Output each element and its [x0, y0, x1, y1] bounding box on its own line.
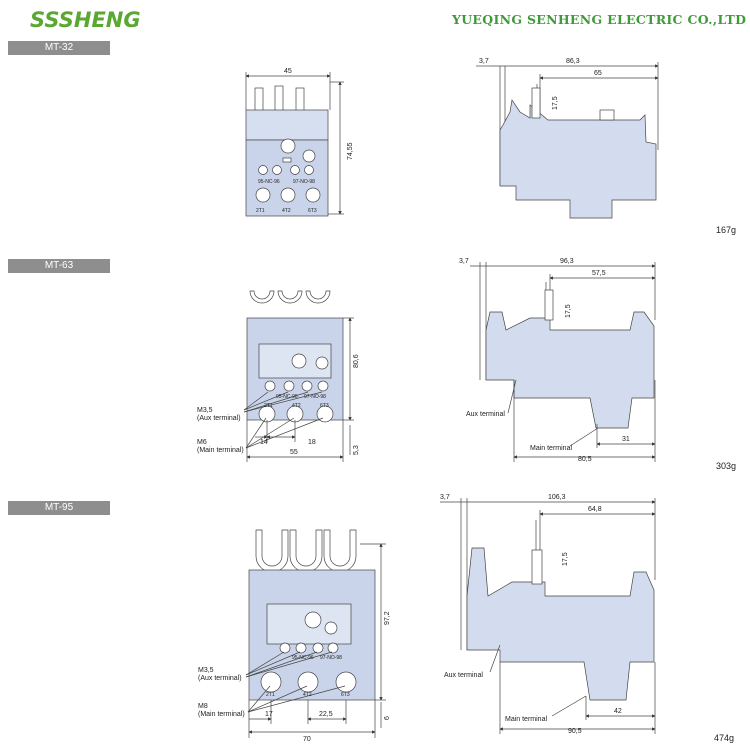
mt32-front-view — [245, 72, 344, 217]
mt95-main-text: (Main terminal) — [198, 711, 245, 718]
mt63-side-view — [470, 262, 656, 462]
mt63-aux-size: M3,5 — [197, 407, 213, 414]
mt32-side-d1: 3,7 — [479, 58, 489, 65]
mt63-side-d2: 96,3 — [560, 258, 574, 265]
mt63-nc-label: 95-NC-96 — [276, 394, 298, 400]
mt95-dim-a: 17 — [265, 711, 273, 718]
mt32-side-view — [476, 62, 659, 219]
mt95-t2-label: 4T2 — [303, 692, 312, 698]
mt63-dim-c: 5,3 — [353, 445, 360, 455]
mt95-dim-b: 22,5 — [319, 711, 333, 718]
mt63-t2-label: 4T2 — [292, 403, 301, 409]
mt63-front-view — [243, 290, 354, 462]
mt63-t1-label: 2T1 — [264, 403, 273, 409]
mt63-side-d3: 57,5 — [592, 270, 606, 277]
mt32-t1-label: 2T1 — [256, 208, 265, 214]
mt63-t3-label: 6T3 — [320, 403, 329, 409]
mt95-side-d5: 42 — [614, 708, 622, 715]
mt95-side-main: Main terminal — [505, 716, 547, 723]
mt95-nc-label: 95-NC-96 — [292, 655, 314, 661]
mt95-side-d6: 90,5 — [568, 728, 582, 735]
mt63-main-text: (Main terminal) — [197, 447, 244, 454]
mt63-side-d6: 80,5 — [578, 456, 592, 463]
mt63-side-main: Main terminal — [530, 445, 572, 452]
mt95-side-aux: Aux terminal — [444, 672, 483, 679]
model-tab-mt63: MT-63 — [8, 259, 110, 273]
mt32-height-dim: 74,55 — [347, 142, 354, 160]
mt63-dim-a: 14 — [260, 439, 268, 446]
mt95-side-view — [440, 498, 656, 734]
mt95-side-d3: 64,8 — [588, 506, 602, 513]
mt95-aux-text: (Aux terminal) — [198, 675, 242, 682]
mt63-main-size: M6 — [197, 439, 207, 446]
mt95-front-view — [245, 529, 386, 738]
mt63-dim-b: 18 — [308, 439, 316, 446]
mt32-nc-label: 95-NC-96 — [258, 179, 280, 185]
mt95-dim-c: 6 — [384, 716, 391, 720]
mt95-t1-label: 2T1 — [266, 692, 275, 698]
mt95-main-size: M8 — [198, 703, 208, 710]
mt63-side-d4: 17,5 — [565, 304, 572, 318]
weight-mt63: 303g — [716, 461, 737, 471]
mt95-no-label: 97-NO-98 — [320, 655, 342, 661]
mt95-height-dim: 97,2 — [384, 611, 391, 625]
mt32-width-dim: 45 — [284, 68, 292, 75]
mt63-no-label: 97-NO-98 — [304, 394, 326, 400]
mt95-side-d2: 106,3 — [548, 494, 566, 501]
mt95-width-dim: 70 — [303, 736, 311, 743]
mt63-height-dim: 80,6 — [353, 354, 360, 368]
weight-mt95: 474g — [714, 733, 735, 743]
company-name: YUEQING SENHENG ELECTRIC CO.,LTD — [452, 12, 747, 27]
mt63-side-d5: 31 — [622, 436, 630, 443]
mt32-side-d2: 86,3 — [566, 58, 580, 65]
model-tab-mt32: MT-32 — [8, 41, 110, 55]
mt63-width-dim: 55 — [290, 449, 298, 456]
model-tab-mt95: MT-95 — [8, 501, 110, 515]
mt95-side-d4: 17,5 — [562, 552, 569, 566]
mt63-aux-text: (Aux terminal) — [197, 415, 241, 422]
brand-logo: SSSHENG — [30, 8, 141, 32]
mt63-side-d1: 3,7 — [459, 258, 469, 265]
mt32-t3-label: 6T3 — [308, 208, 317, 214]
mt32-t2-label: 4T2 — [282, 208, 291, 214]
weight-mt32: 167g — [716, 225, 737, 235]
mt95-t3-label: 6T3 — [341, 692, 350, 698]
mt63-side-aux: Aux terminal — [466, 411, 505, 418]
mt95-aux-size: M3,5 — [198, 667, 214, 674]
mt32-no-label: 97-NO-98 — [293, 179, 315, 185]
mt32-side-d4: 17,5 — [552, 96, 559, 110]
mt95-side-d1: 3,7 — [440, 494, 450, 501]
mt32-side-d3: 65 — [594, 70, 602, 77]
